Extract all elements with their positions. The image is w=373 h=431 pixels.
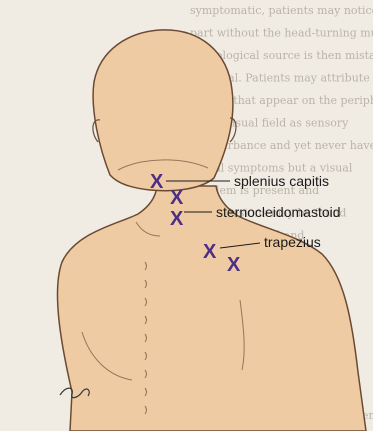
label-trapezius: trapezius <box>264 234 321 250</box>
marker-trapezius-1: X <box>203 241 217 263</box>
background-text-line: symptomatic, patients may notice the sen… <box>190 4 373 17</box>
background-text-line: part without the head-turning muscle. Th… <box>190 27 373 40</box>
head <box>93 30 233 191</box>
marker-scm-lower: X <box>170 208 184 230</box>
marker-scm-upper: X <box>170 187 184 209</box>
marker-splenius: X <box>150 171 164 193</box>
label-splenius-capitis: splenius capitis <box>234 173 329 189</box>
torso <box>57 186 366 431</box>
marker-trapezius-2: X <box>227 254 241 276</box>
label-sternocleidomastoid: sternocleidomastoid <box>216 204 341 220</box>
